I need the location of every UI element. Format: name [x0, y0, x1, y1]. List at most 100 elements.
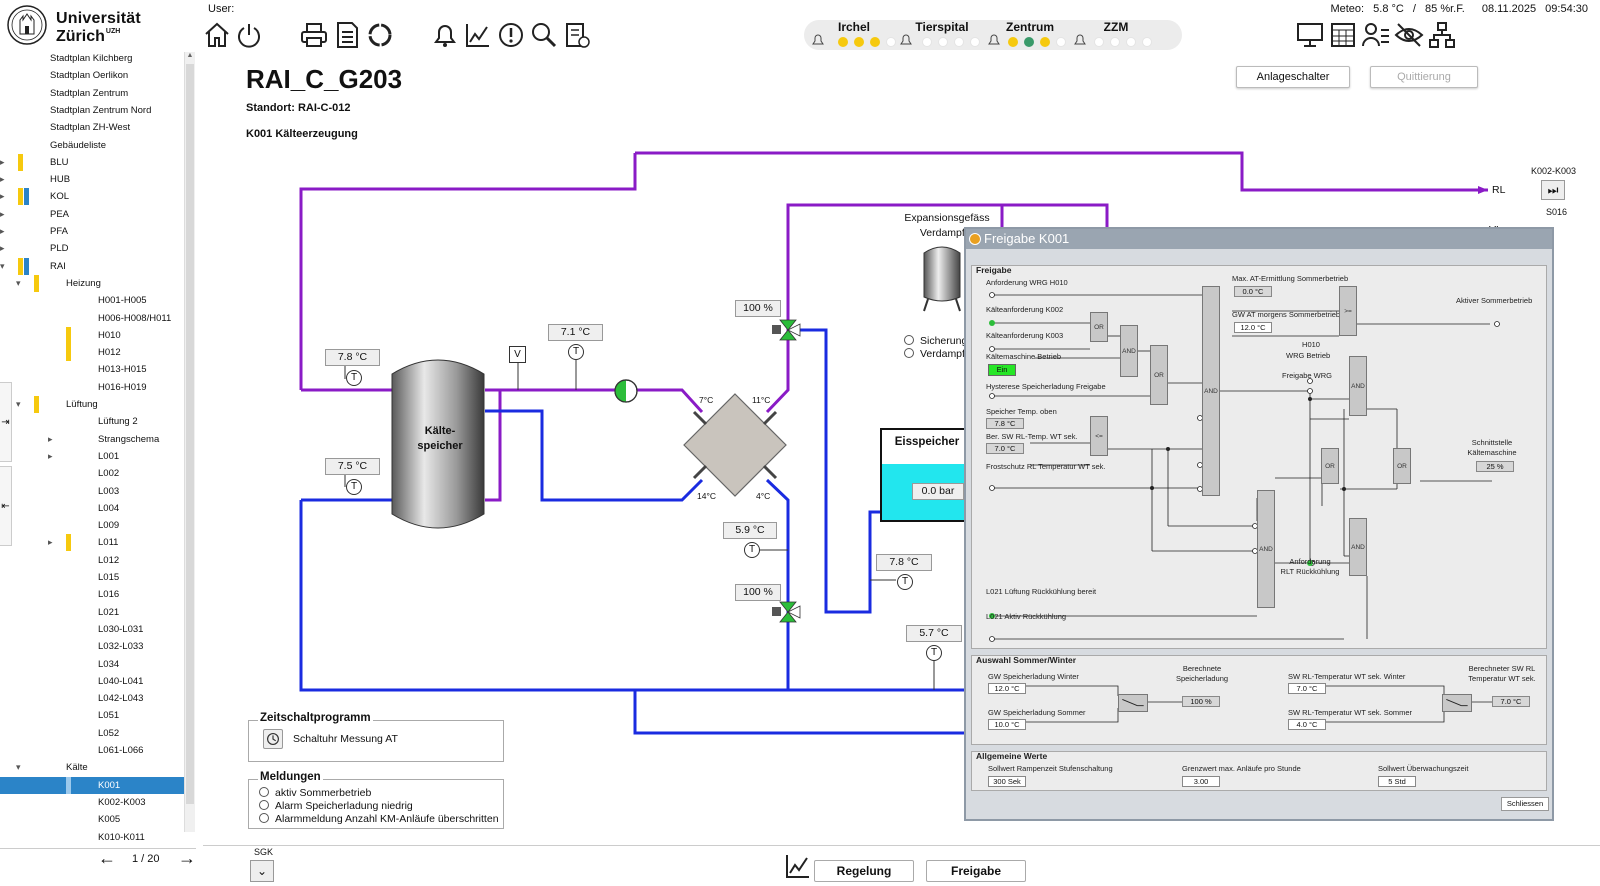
rampe-value[interactable]: 300 Sek — [988, 776, 1026, 787]
sidebar-item[interactable]: H001-H005 — [0, 292, 184, 309]
site-zentrum[interactable]: Zentrum — [984, 20, 1076, 50]
site-irchel[interactable]: Irchel — [808, 20, 900, 50]
site-tierspital[interactable]: Tierspital — [896, 20, 988, 50]
sidebar-item[interactable]: L016 — [0, 586, 184, 603]
sidebar-item[interactable]: ▾RAI — [0, 257, 184, 275]
sidebar-item[interactable]: ▸HUB — [0, 171, 184, 188]
sidebar-item[interactable]: L003 — [0, 483, 184, 500]
clock-icon[interactable] — [263, 729, 283, 749]
bell-icon[interactable] — [430, 20, 460, 50]
chevron-right-icon[interactable]: ▸ — [48, 537, 53, 548]
search-icon[interactable] — [529, 20, 559, 50]
sidebar-item[interactable]: ▾Kälte — [0, 759, 184, 776]
anlaeufe-value[interactable]: 3.00 — [1182, 776, 1220, 787]
next-arrow-icon[interactable]: → — [178, 848, 196, 868]
dialog-titlebar[interactable]: Freigabe K001 — [966, 229, 1552, 249]
trend-chart-icon[interactable] — [784, 852, 812, 880]
scroll-up-icon[interactable]: ▲ — [186, 52, 194, 59]
refresh-icon[interactable] — [365, 20, 395, 50]
site-zzm[interactable]: ZZM — [1070, 20, 1162, 50]
sidebar-item[interactable]: H013-H015 — [0, 361, 184, 378]
sidebar-item[interactable]: ▸PFA — [0, 223, 184, 240]
sidebar-item[interactable]: ▸L001 — [0, 448, 184, 465]
sidebar-item[interactable]: H010 — [0, 326, 184, 344]
sidebar-item[interactable]: K002-K003 — [0, 794, 184, 811]
double-arrow-icon[interactable]: ⏭ — [1541, 180, 1565, 200]
sidebar-scrollbar[interactable]: ▲ — [184, 52, 195, 832]
chevron-right-icon[interactable]: ▸ — [48, 433, 53, 444]
ueber-value[interactable]: 5 Std — [1378, 776, 1416, 787]
sidebar-item[interactable]: L061-L066 — [0, 742, 184, 759]
chevron-down-icon[interactable]: ▾ — [16, 399, 21, 409]
sidebar-item[interactable]: ▸PEA — [0, 206, 184, 223]
scroll-thumb[interactable] — [186, 64, 194, 804]
sidebar-item[interactable]: Stadtplan Zentrum — [0, 85, 184, 102]
close-button[interactable]: Schliessen — [1501, 797, 1549, 811]
gw-at-value[interactable]: 12.0 °C — [1234, 322, 1272, 333]
sidebar-item[interactable]: L051 — [0, 707, 184, 724]
sidebar-item[interactable]: ▸BLU — [0, 153, 184, 171]
sidebar-item[interactable]: L042-L043 — [0, 690, 184, 707]
gw-sp-winter-value[interactable]: 12.0 °C — [988, 683, 1026, 694]
sidebar-item[interactable]: ▸Strangschema — [0, 431, 184, 448]
sidebar-item[interactable]: K005 — [0, 811, 184, 828]
document-icon[interactable] — [332, 20, 362, 50]
sidebar-item[interactable]: Stadtplan Kilchberg — [0, 50, 184, 67]
printer-icon[interactable] — [299, 20, 329, 50]
pump-icon[interactable] — [612, 378, 640, 404]
chevron-right-icon[interactable]: ▸ — [0, 243, 5, 254]
three-way-valve-icon[interactable] — [771, 316, 805, 344]
sidebar-item[interactable]: H006-H008/H011 — [0, 310, 184, 327]
sidebar-item[interactable]: L012 — [0, 552, 184, 569]
sidebar-item[interactable]: L021 — [0, 604, 184, 621]
gw-sp-sommer-value[interactable]: 10.0 °C — [988, 719, 1026, 730]
sidebar-item[interactable]: ▸KOL — [0, 188, 184, 206]
sidebar-item[interactable]: Stadtplan ZH-West — [0, 119, 184, 136]
three-way-valve-icon[interactable] — [771, 598, 805, 626]
sidebar-item[interactable]: K010-K011 — [0, 829, 184, 846]
sidebar-item[interactable]: L009 — [0, 517, 184, 534]
home-icon[interactable] — [202, 20, 232, 50]
sidebar-item[interactable]: Stadtplan Zentrum Nord — [0, 102, 184, 119]
sidebar-item[interactable]: ▾Lüftung — [0, 396, 184, 413]
power-icon[interactable] — [234, 20, 264, 50]
prev-arrow-icon[interactable]: ← — [98, 848, 116, 868]
chevron-right-icon[interactable]: ▸ — [48, 450, 53, 461]
sidebar-item[interactable]: L002 — [0, 465, 184, 482]
quittierung-button[interactable]: Quittierung — [1370, 66, 1478, 88]
hierarchy-icon[interactable] — [1427, 20, 1457, 50]
chevron-down-icon[interactable]: ⌄ — [250, 860, 274, 882]
monitor-icon[interactable] — [1295, 20, 1325, 50]
collapse-left-handle[interactable]: ⇤ — [0, 466, 12, 546]
chevron-down-icon[interactable]: ▾ — [0, 260, 5, 271]
sidebar-item[interactable]: K001 — [0, 776, 184, 794]
sidebar-item[interactable]: Gebäudeliste — [0, 137, 184, 154]
sidebar-item[interactable]: ▾Heizung — [0, 274, 184, 292]
chevron-right-icon[interactable]: ▸ — [0, 226, 5, 236]
sidebar-item[interactable]: L052 — [0, 725, 184, 742]
eye-off-icon[interactable] — [1394, 20, 1424, 50]
chevron-right-icon[interactable]: ▸ — [0, 156, 5, 167]
chevron-right-icon[interactable]: ▸ — [0, 191, 5, 202]
sidebar-item[interactable]: L015 — [0, 569, 184, 586]
chevron-down-icon[interactable]: ▾ — [16, 277, 21, 288]
sidebar-item[interactable]: ▸L011 — [0, 534, 184, 552]
sidebar-item[interactable]: ▸PLD — [0, 240, 184, 257]
sidebar-item[interactable]: Lüftung 2 — [0, 413, 184, 430]
sw-rl-winter-value[interactable]: 7.0 °C — [1288, 683, 1326, 694]
anlageschalter-button[interactable]: Anlageschalter — [1236, 66, 1350, 88]
chevron-right-icon[interactable]: ▸ — [0, 174, 5, 185]
calendar-grid-icon[interactable] — [1328, 20, 1358, 50]
collapse-right-handle[interactable]: ⇥ — [0, 382, 12, 462]
sidebar-item[interactable]: L004 — [0, 500, 184, 517]
zeitschalt-item[interactable]: Schaltuhr Messung AT — [293, 733, 398, 745]
sidebar-item[interactable]: Stadtplan Oerlikon — [0, 67, 184, 84]
trend-chart-icon[interactable] — [463, 20, 493, 50]
chevron-down-icon[interactable]: ▾ — [16, 762, 21, 773]
user-list-icon[interactable] — [1361, 20, 1391, 50]
sidebar-item[interactable]: L040-L041 — [0, 673, 184, 690]
sidebar-item[interactable]: H012 — [0, 344, 184, 362]
alert-icon[interactable] — [496, 20, 526, 50]
sidebar-item[interactable]: H016-H019 — [0, 379, 184, 396]
chevron-right-icon[interactable]: ▸ — [0, 208, 5, 219]
